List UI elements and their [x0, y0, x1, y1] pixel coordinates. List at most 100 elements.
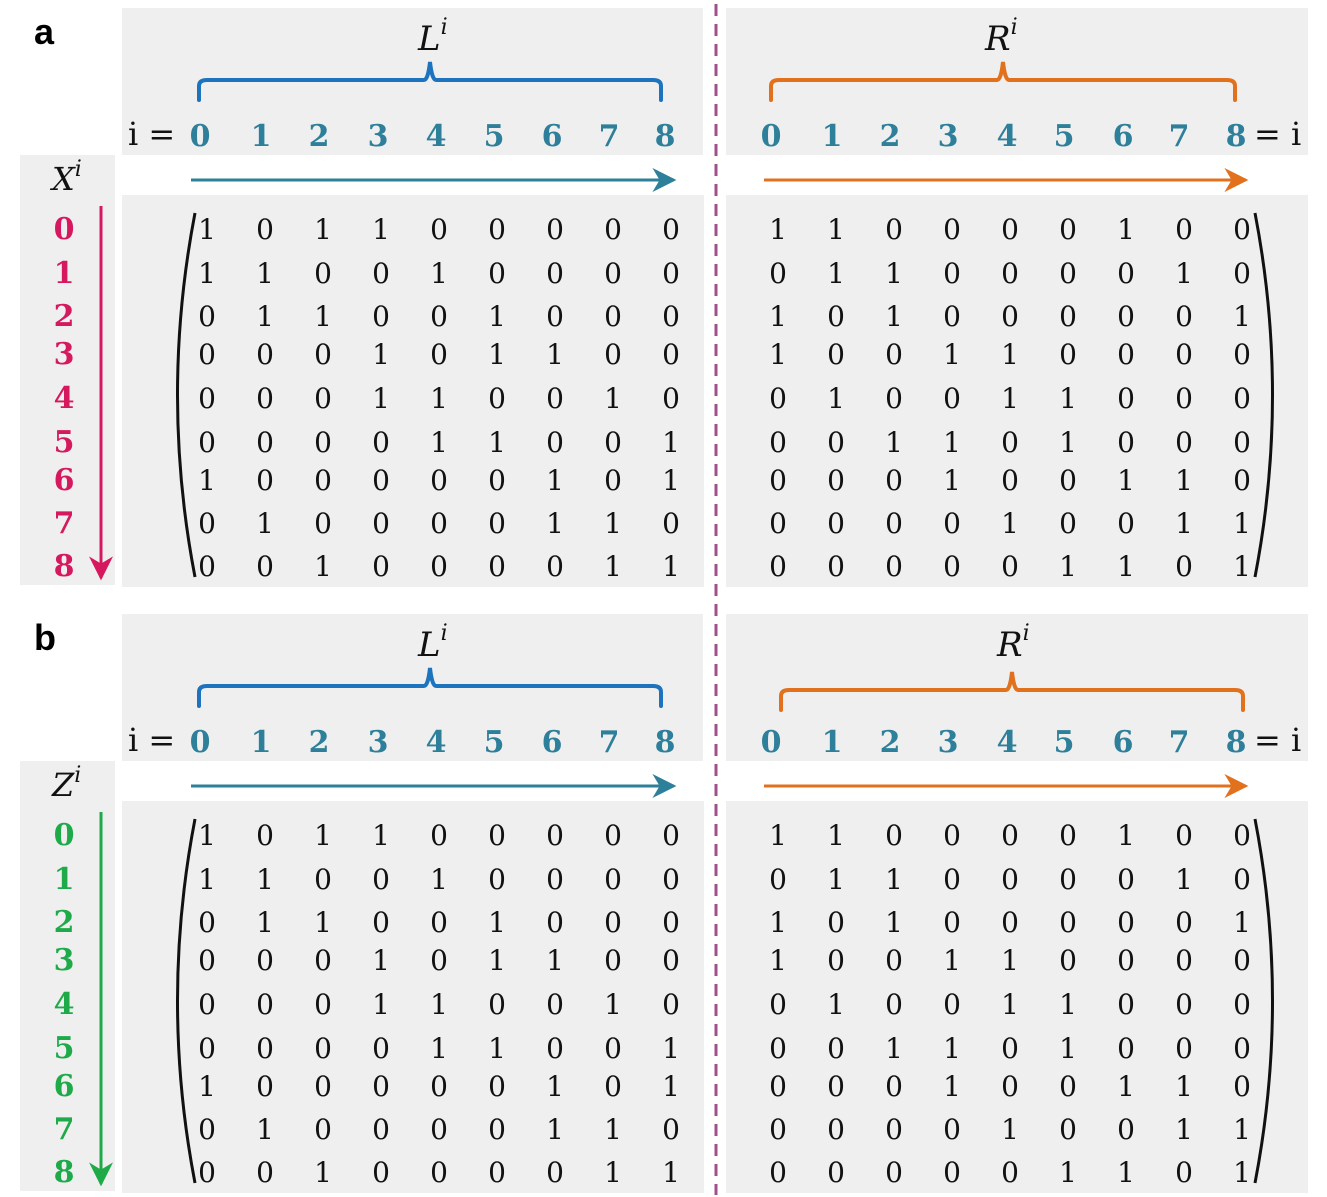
matrix-cell: 0 [1059, 213, 1077, 246]
right-parenthesis [1253, 818, 1274, 1184]
right-col-index: 2 [880, 725, 901, 760]
matrix-cell: 1 [1001, 944, 1019, 977]
matrix-cell: 0 [769, 1032, 787, 1065]
right-group-label: Ri [996, 621, 1030, 665]
matrix-cell: 0 [1001, 906, 1019, 939]
matrix-cell: 1 [943, 464, 961, 497]
left-col-index: 5 [484, 725, 505, 760]
right-col-index: 3 [938, 119, 959, 154]
matrix-cell: 0 [372, 426, 390, 459]
matrix-cell: 0 [256, 213, 274, 246]
right-col-index: 6 [1113, 725, 1134, 760]
matrix-cell: 1 [314, 819, 332, 852]
matrix-cell: 0 [885, 944, 903, 977]
matrix-cell: 0 [198, 1032, 216, 1065]
matrix-cell: 1 [769, 944, 787, 977]
matrix-cell: 1 [827, 988, 845, 1021]
matrix-cell: 0 [430, 906, 448, 939]
matrix-cell: 0 [1175, 1156, 1193, 1189]
matrix-cell: 1 [546, 944, 564, 977]
matrix-cell: 0 [662, 1113, 680, 1146]
matrix-cell: 0 [314, 257, 332, 290]
left-parenthesis [176, 212, 197, 578]
matrix-cell: 1 [488, 1032, 506, 1065]
matrix-cell: 0 [827, 1070, 845, 1103]
matrix-cell: 0 [1175, 550, 1193, 583]
matrix-cell: 0 [546, 988, 564, 1021]
right-group-label: Ri [984, 15, 1018, 59]
row-index: 0 [54, 818, 75, 853]
row-index: 2 [54, 905, 75, 940]
matrix-cell: 1 [1175, 507, 1193, 540]
matrix-cell: 1 [1117, 1070, 1135, 1103]
index-prefix: i = [128, 721, 175, 759]
left-group-label: Li [417, 15, 448, 59]
matrix-cell: 0 [662, 944, 680, 977]
matrix-cell: 0 [546, 906, 564, 939]
matrix-cell: 0 [546, 550, 564, 583]
panel-label: b [34, 617, 56, 658]
matrix-cell: 0 [662, 338, 680, 371]
matrix-cell: 0 [1175, 338, 1193, 371]
matrix-cell: 1 [256, 507, 274, 540]
matrix-cell: 0 [769, 1070, 787, 1103]
matrix-cell: 0 [662, 819, 680, 852]
matrix-cell: 0 [488, 988, 506, 1021]
matrix-cell: 0 [943, 257, 961, 290]
matrix-cell: 1 [198, 863, 216, 896]
matrix-cell: 0 [1175, 300, 1193, 333]
matrix-cell: 0 [1117, 300, 1135, 333]
matrix-cell: 1 [1059, 988, 1077, 1021]
row-index: 6 [54, 463, 75, 498]
matrix-cell: 0 [943, 382, 961, 415]
left-col-index: 3 [368, 725, 389, 760]
matrix-cell: 0 [769, 863, 787, 896]
right-brace [779, 671, 1245, 712]
matrix-cell: 0 [256, 1156, 274, 1189]
matrix-cell: 0 [1001, 550, 1019, 583]
left-col-index: 0 [190, 119, 211, 154]
matrix-cell: 1 [314, 213, 332, 246]
matrix-cell: 0 [662, 213, 680, 246]
matrix-cell: 0 [662, 382, 680, 415]
matrix-cell: 0 [488, 550, 506, 583]
matrix-cell: 0 [1233, 944, 1251, 977]
matrix-cell: 0 [1233, 819, 1251, 852]
matrix-cell: 1 [885, 300, 903, 333]
matrix-cell: 1 [604, 988, 622, 1021]
matrix-cell: 1 [256, 1113, 274, 1146]
matrix-cell: 0 [1233, 213, 1251, 246]
left-col-index: 8 [655, 725, 676, 760]
matrix-cell: 1 [1117, 550, 1135, 583]
matrix-cell: 1 [769, 906, 787, 939]
matrix-cell: 0 [769, 1113, 787, 1146]
matrix-cell: 0 [943, 1113, 961, 1146]
right-col-index: 6 [1113, 119, 1134, 154]
matrix-cell: 0 [604, 906, 622, 939]
matrix-cell: 0 [769, 382, 787, 415]
matrix-cell: 1 [198, 819, 216, 852]
matrix-cell: 0 [256, 550, 274, 583]
left-col-index: 1 [251, 119, 272, 154]
matrix-cell: 0 [769, 257, 787, 290]
matrix-cell: 0 [430, 464, 448, 497]
matrix-cell: 1 [488, 300, 506, 333]
matrix-cell: 0 [488, 257, 506, 290]
row-index: 1 [54, 862, 75, 897]
row-index: 5 [54, 1031, 75, 1066]
matrix-cell: 0 [1117, 863, 1135, 896]
matrix-cell: 0 [372, 1156, 390, 1189]
matrix-cell: 0 [372, 863, 390, 896]
right-col-index: 8 [1226, 725, 1247, 760]
matrix-cell: 0 [546, 382, 564, 415]
left-col-index: 5 [484, 119, 505, 154]
row-index: 3 [54, 337, 75, 372]
matrix-cell: 0 [943, 863, 961, 896]
matrix-cell: 0 [769, 507, 787, 540]
matrix-cell: 0 [546, 819, 564, 852]
matrix-cell: 0 [1059, 507, 1077, 540]
matrix-cell: 0 [372, 464, 390, 497]
matrix-cell: 1 [1001, 382, 1019, 415]
